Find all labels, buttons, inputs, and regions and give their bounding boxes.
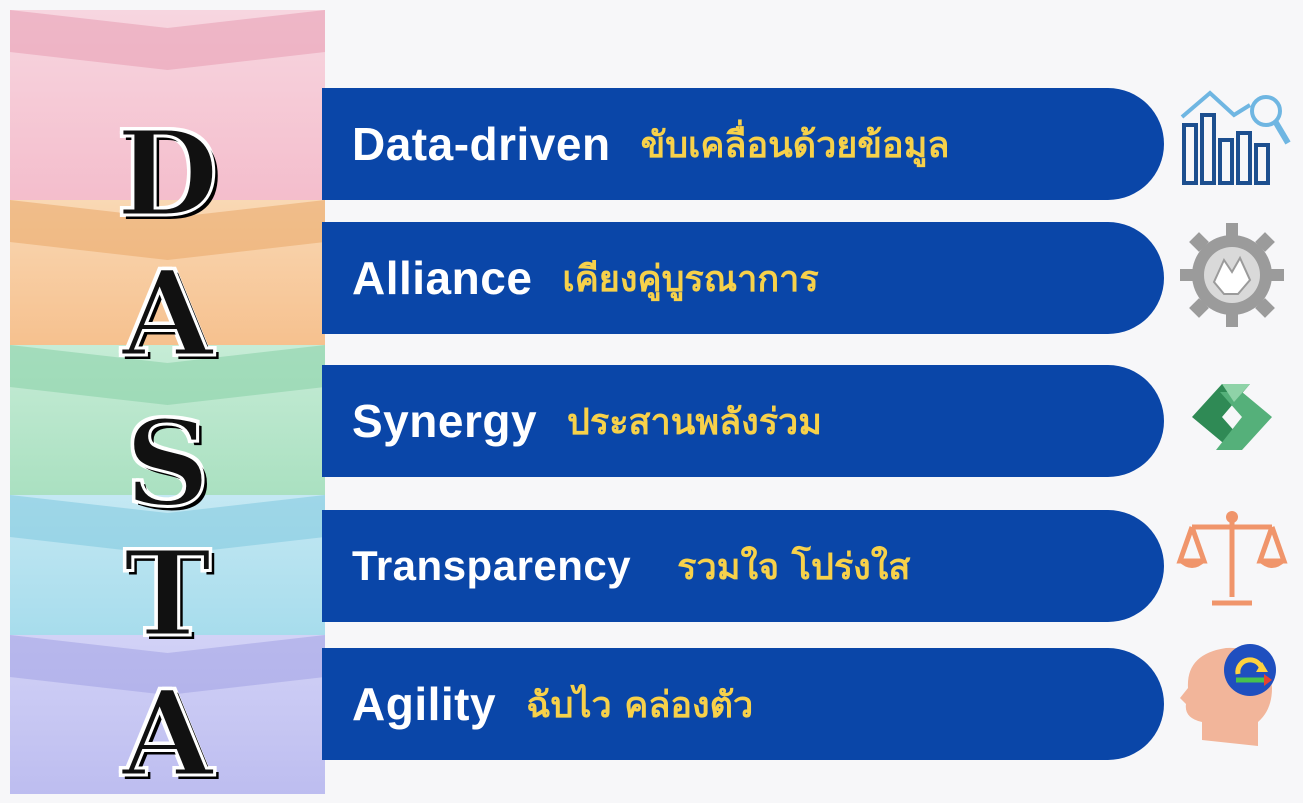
tower-layer-top-face [10, 10, 325, 70]
letter-d: D [115, 104, 220, 243]
letter-t: T [122, 524, 213, 663]
row-english-label: Data-driven [352, 118, 611, 170]
tower-layer-t [10, 495, 325, 640]
gear-handshake-icon [1180, 223, 1284, 327]
row-english-label: Alliance [352, 252, 533, 304]
row-data-driven: Data-driven ขับเคลื่อนด้วยข้อมูล [322, 88, 1164, 200]
row-alliance: Alliance เคียงคู่บูรณาการ [322, 222, 1164, 334]
tower-layer-s [10, 345, 325, 500]
row-thai-label: เคียงคู่บูรณาการ [562, 258, 819, 300]
row-synergy: Synergy ประสานพลังร่วม [322, 365, 1164, 477]
row-english-label: Synergy [352, 395, 538, 447]
tower-layer-a1 [10, 200, 325, 350]
tower-layer-d [10, 10, 325, 210]
row-english-label: Transparency [352, 542, 632, 589]
letter-s: S [123, 394, 211, 533]
head-cycle-icon [1180, 644, 1276, 746]
row-thai-label: ประสานพลังร่วม [567, 401, 823, 443]
row-transparency: Transparency รวมใจ โปร่งใส [322, 510, 1164, 622]
row-thai-label: รวมใจ โปร่งใส [677, 546, 911, 588]
letter-a: A [120, 244, 215, 383]
data-analytics-icon [1180, 90, 1291, 185]
tower-layer-a2 [10, 635, 325, 794]
row-english-label: Agility [352, 678, 497, 730]
row-thai-label: ฉับไว คล่องตัว [526, 684, 754, 726]
letter-a-2: A [120, 664, 215, 803]
row-agility: Agility ฉับไว คล่องตัว [322, 648, 1164, 760]
synergy-arrows-icon [1192, 384, 1272, 450]
row-thai-label: ขับเคลื่อนด้วยข้อมูล [640, 124, 950, 166]
letter-tower: D A S T A [10, 0, 325, 794]
balance-scale-icon [1176, 511, 1288, 606]
